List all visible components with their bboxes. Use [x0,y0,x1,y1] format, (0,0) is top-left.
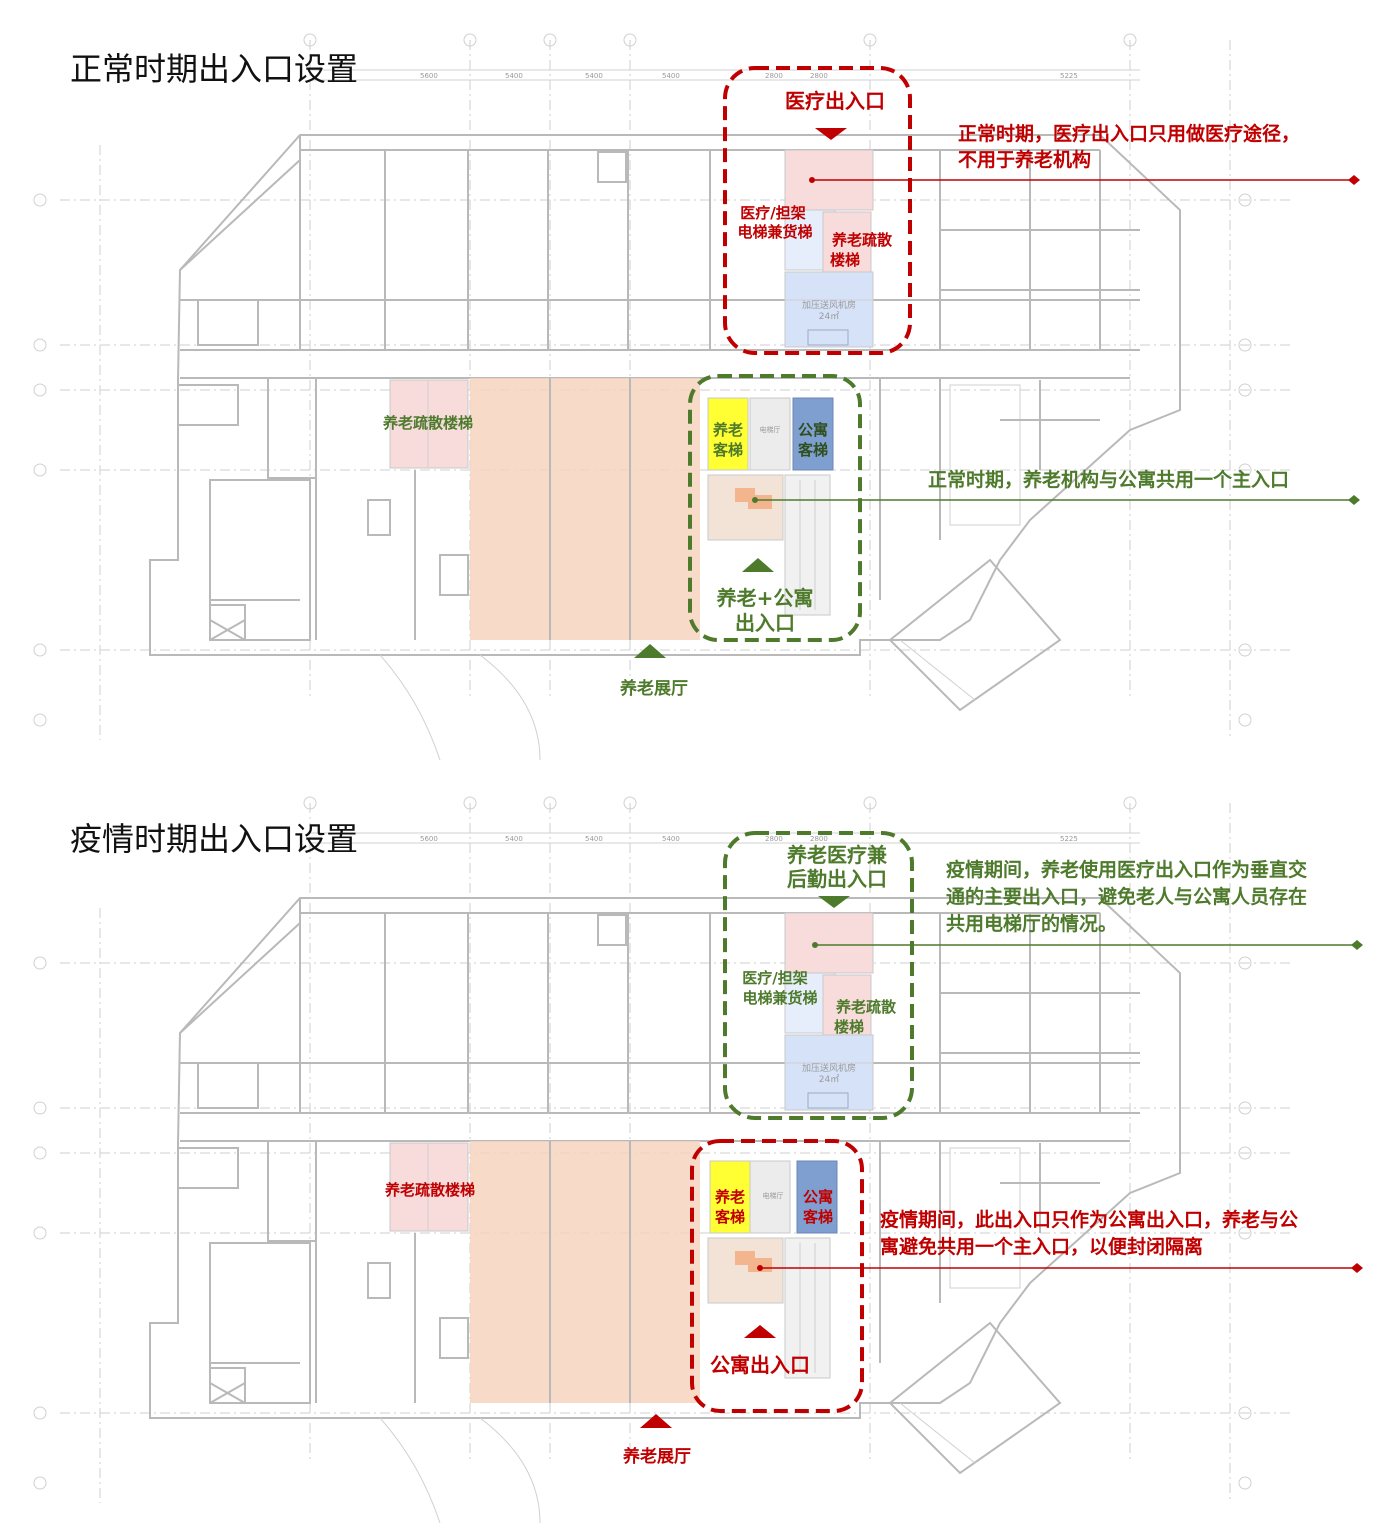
svg-text:楼梯: 楼梯 [834,1018,864,1036]
svg-text:5225: 5225 [1060,72,1078,80]
svg-text:出入口: 出入口 [735,611,795,635]
elderly-elevator-label: 养老 [712,421,743,439]
medical-entrance-arrow [815,128,847,140]
main-entrance-box [688,374,862,642]
panel-epidemic: 疫情时期出入口设置 5600 5400 5400 5400 2800 2800 … [33,796,1363,1524]
pressure-room-label: 加压送风机房 [802,299,856,311]
svg-text:5225: 5225 [1060,835,1078,843]
dimension-labels: 5600 5400 5400 5400 2800 2800 5225 [420,72,1078,80]
svg-text:2800: 2800 [765,835,783,843]
exhibition-label: 养老展厅 [622,1446,691,1467]
svg-text:2800: 2800 [810,72,828,80]
svg-text:后勤出入口: 后勤出入口 [787,867,887,891]
apartment-entrance-label: 公寓出入口 [710,1353,810,1377]
medical-note: 正常时期，医疗出入口只用做医疗途径， [958,122,1300,145]
pressure-room-label: 加压送风机房 [802,1062,856,1074]
panel-epidemic-title: 疫情时期出入口设置 [70,820,358,858]
svg-text:5600: 5600 [420,72,438,80]
exhibition-arrow [634,644,666,658]
svg-text:电梯兼货梯: 电梯兼货梯 [737,223,812,241]
elderly-elevator [709,1160,751,1234]
svg-text:5400: 5400 [505,835,523,843]
medical-entrance-label: 医疗出入口 [785,89,885,113]
main-entrance-arrow [742,558,774,572]
panel-normal-title: 正常时期出入口设置 [70,50,358,88]
west-stair-label: 养老疏散楼梯 [382,414,473,432]
panel-normal: 正常时期出入口设置 5600 5400 5400 5400 2800 2800 … [33,33,1360,761]
svg-text:客梯: 客梯 [802,1208,833,1226]
svg-text:5400: 5400 [662,72,680,80]
medical-note: 疫情期间，养老使用医疗出入口作为垂直交 [946,858,1307,881]
svg-text:5400: 5400 [662,835,680,843]
main-note: 正常时期，养老机构与公寓共用一个主入口 [928,468,1289,491]
svg-text:24㎡: 24㎡ [819,311,839,322]
medical-elevator-label: 医疗/担架 [740,204,805,222]
svg-text:5400: 5400 [585,835,603,843]
exhibition-label: 养老展厅 [619,678,688,699]
svg-text:5400: 5400 [505,72,523,80]
medical-elevator-label: 医疗/担架 [742,969,807,987]
main-entrance-label: 养老+公寓 [716,586,814,610]
svg-text:客梯: 客梯 [714,1208,745,1226]
medical-entrance-arrow [818,896,850,908]
exhibition-arrow [640,1414,672,1428]
apartment-entrance-arrow [744,1325,776,1338]
apartment-elevator [792,397,834,471]
medical-entrance-box [723,66,912,355]
svg-text:楼梯: 楼梯 [830,251,860,269]
medical-entrance-box [723,831,914,1120]
medical-entrance-label: 养老医疗兼 [786,843,888,867]
elevator-hall-label: 电梯厅 [760,425,781,434]
svg-text:5600: 5600 [420,835,438,843]
evac-stair-label: 养老疏散 [835,998,897,1016]
svg-text:2800: 2800 [810,835,828,843]
dimension-labels-2: 5600 5400 5400 5400 2800 2800 5225 [420,835,1078,843]
main-note: 疫情期间，此出入口只作为公寓出入口，养老与公 [880,1208,1298,1231]
svg-text:通的主要出入口，避免老人与公寓人员存在: 通的主要出入口，避免老人与公寓人员存在 [946,885,1307,908]
svg-text:寓避免共用一个主入口，以便封闭隔离: 寓避免共用一个主入口，以便封闭隔离 [880,1235,1203,1258]
svg-text:不用于养老机构: 不用于养老机构 [958,148,1091,171]
elderly-elevator [707,397,749,471]
evac-stair-label: 养老疏散 [831,231,893,249]
svg-text:客梯: 客梯 [712,441,743,459]
apartment-entrance-box [690,1139,864,1413]
svg-text:共用电梯厅的情况。: 共用电梯厅的情况。 [946,912,1117,935]
apartment-elevator-label: 公寓 [803,1188,833,1206]
svg-text:电梯兼货梯: 电梯兼货梯 [742,989,817,1007]
svg-text:24㎡: 24㎡ [819,1074,839,1085]
west-stair-label: 养老疏散楼梯 [384,1181,475,1199]
svg-text:客梯: 客梯 [797,441,828,459]
apartment-elevator [796,1160,838,1234]
svg-text:5400: 5400 [585,72,603,80]
apartment-elevator-label: 公寓 [798,421,828,439]
svg-text:2800: 2800 [765,72,783,80]
elevator-hall-label: 电梯厅 [763,1191,784,1200]
elderly-elevator-label: 养老 [714,1188,745,1206]
